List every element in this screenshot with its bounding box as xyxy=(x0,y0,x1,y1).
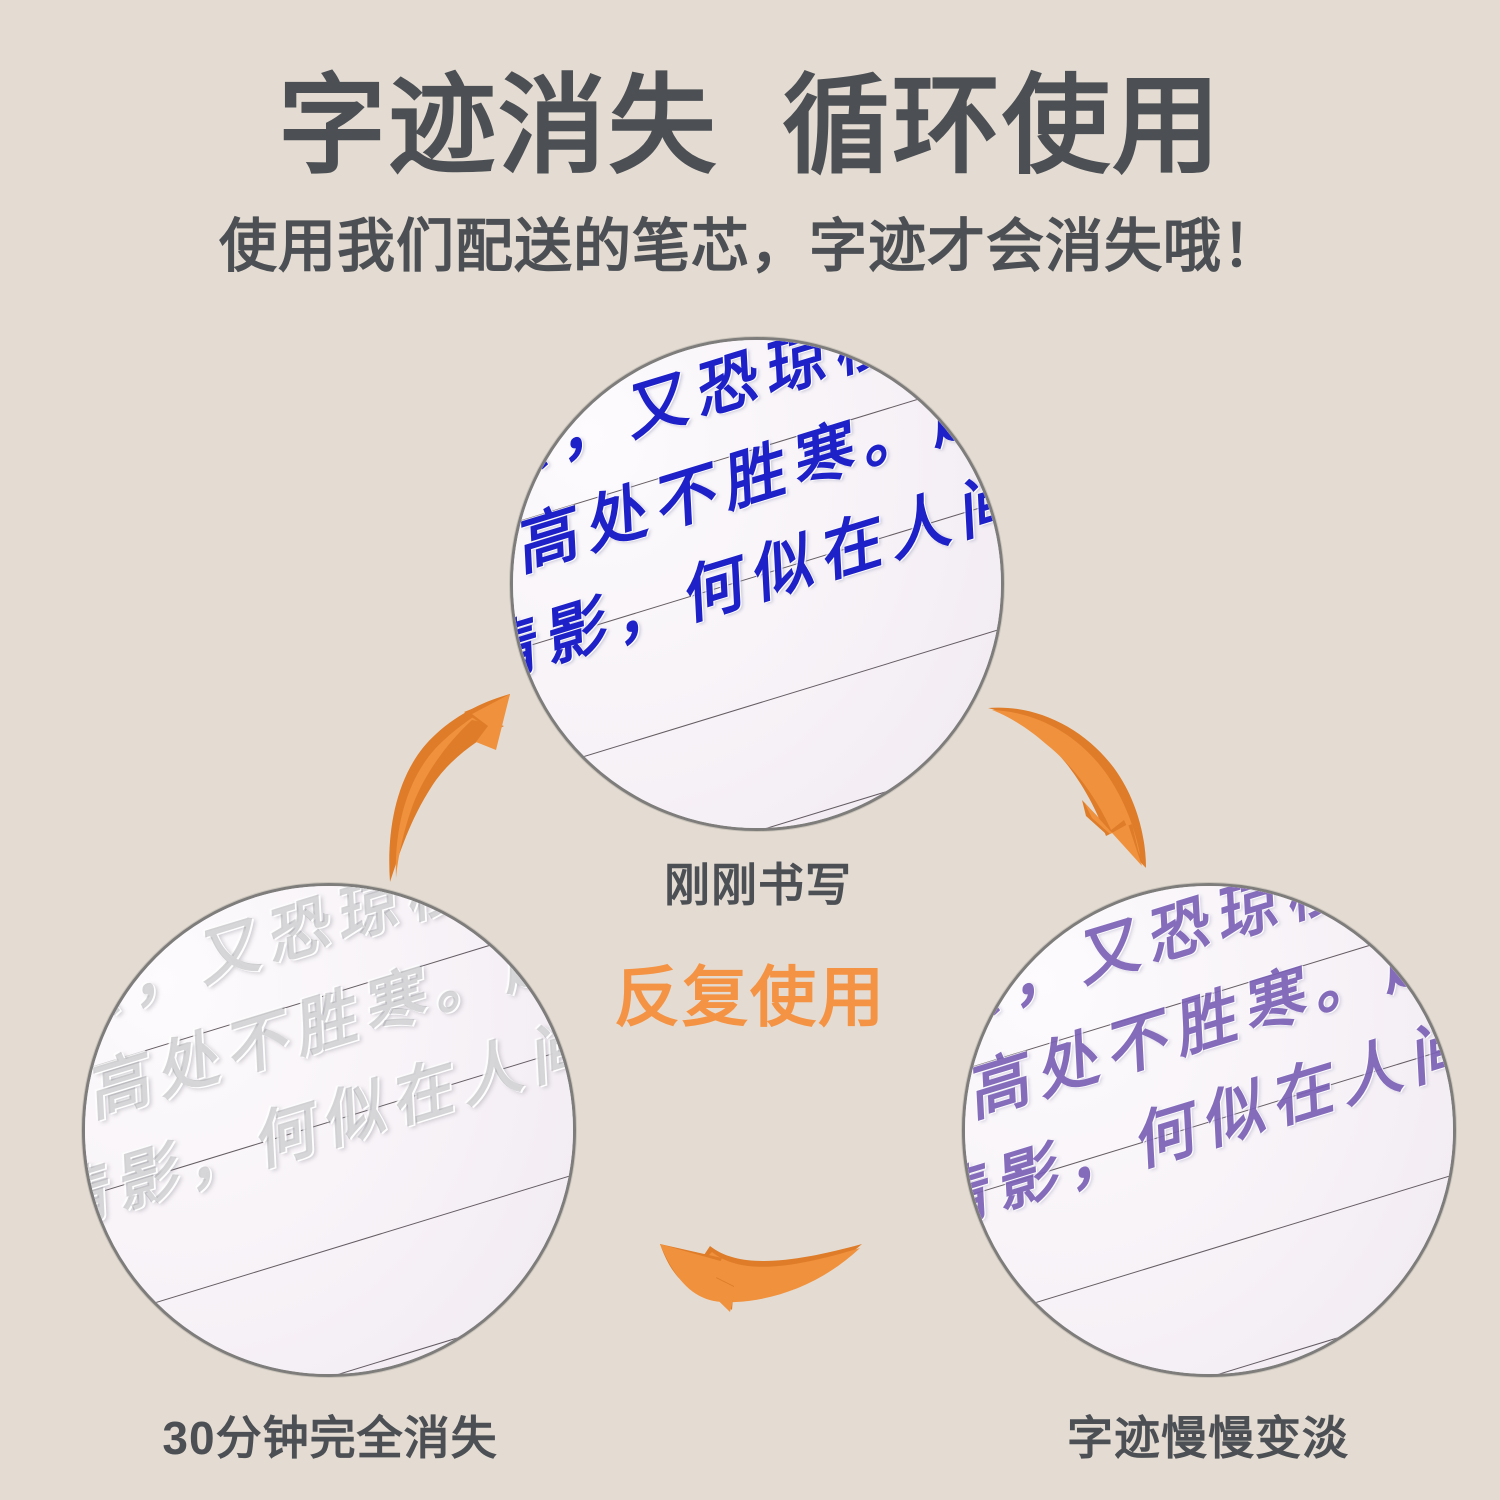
handwriting-fully-gone: 不知天上宫阙，我欲乘风归去，又恐琼楼玉宇，高处不胜寒。起舞弄清影，何似在人间。 xyxy=(82,883,576,1265)
cycle-label: 反复使用 xyxy=(614,960,886,1034)
paper-rule-line xyxy=(513,698,1001,828)
photo-fading: 不知天上宫阙，我欲乘风归去，又恐琼楼玉宇，高处不胜寒。起舞弄清影，何似在人间。 xyxy=(962,883,1456,1377)
lined-paper-right: 不知天上宫阙，我欲乘风归去，又恐琼楼玉宇，高处不胜寒。起舞弄清影，何似在人间。 xyxy=(962,883,1456,1374)
caption-fading: 字迹慢慢变淡 xyxy=(1067,1412,1349,1464)
page-title: 字迹消失 循环使用 xyxy=(277,65,1222,186)
caption-fully-gone: 30分钟完全消失 xyxy=(162,1412,498,1464)
lined-paper-top: 不知天上宫阙，我欲乘风归去，又恐琼楼玉宇，高处不胜寒。起舞弄清影，何似在人间。 xyxy=(510,337,1004,828)
paper-rule-line xyxy=(965,1244,1453,1374)
caption-just-written: 刚刚书写 xyxy=(664,859,852,911)
handwriting-fading: 不知天上宫阙，我欲乘风归去，又恐琼楼玉宇，高处不胜寒。起舞弄清影，何似在人间。 xyxy=(962,883,1456,1265)
paper-rule-line xyxy=(85,1244,573,1374)
photo-just-written: 不知天上宫阙，我欲乘风归去，又恐琼楼玉宇，高处不胜寒。起舞弄清影，何似在人间。 xyxy=(510,337,1004,831)
arrow-left-icon xyxy=(636,1228,866,1378)
arrow-up-right-icon xyxy=(376,676,526,886)
arrow-down-right-icon xyxy=(986,676,1156,871)
photo-fully-gone: 不知天上宫阙，我欲乘风归去，又恐琼楼玉宇，高处不胜寒。起舞弄清影，何似在人间。 xyxy=(82,883,576,1377)
page-subtitle: 使用我们配送的笔芯，字迹才会消失哦！ xyxy=(218,214,1281,279)
handwriting-just-written: 不知天上宫阙，我欲乘风归去，又恐琼楼玉宇，高处不胜寒。起舞弄清影，何似在人间。 xyxy=(510,337,1004,719)
